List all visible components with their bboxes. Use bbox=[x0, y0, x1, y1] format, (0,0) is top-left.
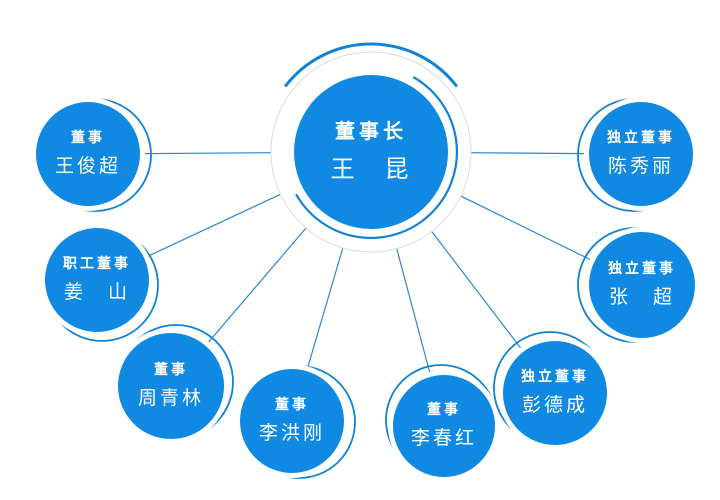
node-circle-chairman bbox=[294, 75, 448, 229]
node-circle-chenxiuli bbox=[589, 102, 693, 206]
node-circle-lichunhong bbox=[393, 375, 495, 477]
node-circle-pengdecheng bbox=[503, 341, 607, 445]
node-circle-lihonggang bbox=[240, 369, 344, 473]
node-circle-wangjunchao bbox=[36, 102, 140, 206]
center-orbit-arc-inner bbox=[295, 76, 459, 240]
node-circle-zhouqinglin bbox=[118, 333, 224, 439]
center-orbit-arc-outer bbox=[284, 42, 458, 87]
node-circle-jiangshan bbox=[45, 228, 149, 332]
node-circle-zhangchao bbox=[589, 232, 695, 338]
